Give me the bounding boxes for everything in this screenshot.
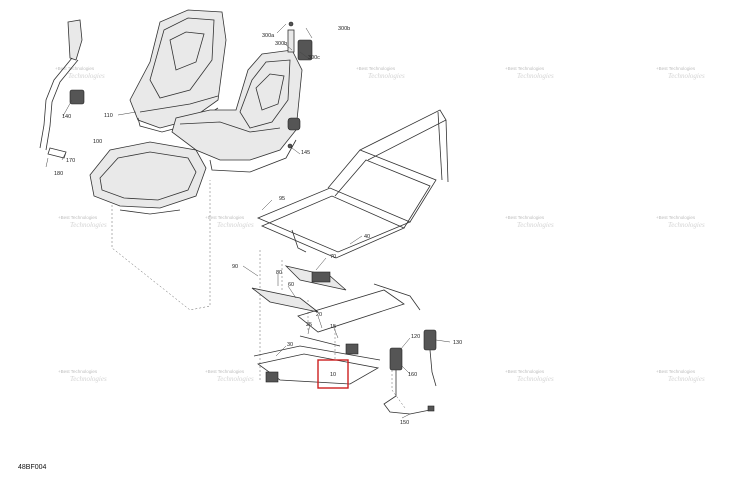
highlight-box-part-10 bbox=[317, 359, 349, 389]
watermark-text: +Best Technologies bbox=[58, 215, 98, 220]
watermark-text: Technologies bbox=[70, 375, 107, 383]
watermark-text: Technologies bbox=[517, 375, 554, 383]
watermark-text: +Best Technologies bbox=[58, 369, 98, 374]
seat-right bbox=[171, 49, 303, 173]
callout-140: 140 bbox=[62, 114, 71, 120]
callout-15: 15 bbox=[330, 324, 336, 330]
watermark-text: +Best Technologies bbox=[656, 215, 696, 220]
callout-60: 60 bbox=[288, 282, 294, 288]
seat-cushion bbox=[89, 141, 207, 215]
watermark-text: Technologies bbox=[668, 375, 705, 383]
watermark-text: Technologies bbox=[668, 72, 705, 80]
buckle-120 bbox=[389, 347, 403, 371]
headrest-bracket bbox=[287, 21, 313, 61]
watermark-text: Technologies bbox=[217, 375, 254, 383]
callout-145: 145 bbox=[301, 150, 310, 156]
watermark-text: +Best Technologies bbox=[505, 66, 545, 71]
watermark-text: +Best Technologies bbox=[205, 215, 245, 220]
watermark-text: +Best Technologies bbox=[656, 369, 696, 374]
callout-120: 120 bbox=[411, 334, 420, 340]
callout-300b-top: 300b bbox=[338, 26, 350, 32]
callout-10: 10 bbox=[330, 372, 336, 378]
rail-70 bbox=[284, 265, 347, 291]
callout-90: 90 bbox=[232, 264, 238, 270]
rail-60 bbox=[251, 287, 319, 313]
watermark-text: +Best Technologies bbox=[505, 369, 545, 374]
callout-labels: 300a 300b 300b 300c 110 140 100 170 180 … bbox=[54, 26, 462, 426]
watermark-text: Technologies bbox=[517, 72, 554, 80]
callout-20: 20 bbox=[316, 312, 322, 318]
callout-95: 95 bbox=[279, 196, 285, 202]
callout-80: 80 bbox=[276, 270, 282, 276]
watermark-text: +Best Technologies bbox=[656, 66, 696, 71]
watermark-text: +Best Technologies bbox=[205, 369, 245, 374]
callout-300b: 300b bbox=[275, 41, 287, 47]
watermark-text: Technologies bbox=[517, 221, 554, 229]
callout-130: 130 bbox=[453, 340, 462, 346]
watermark-text: Technologies bbox=[368, 72, 405, 80]
seat-belt-retractor-left bbox=[39, 19, 85, 159]
callout-25: 25 bbox=[306, 322, 312, 328]
callout-100: 100 bbox=[93, 139, 102, 145]
callout-150: 150 bbox=[400, 420, 409, 426]
callout-110: 110 bbox=[104, 113, 113, 119]
callout-70: 70 bbox=[330, 254, 336, 260]
frame-40 bbox=[256, 109, 449, 259]
callout-180: 180 bbox=[54, 171, 63, 177]
seat-left bbox=[129, 9, 227, 133]
watermark-text: Technologies bbox=[217, 221, 254, 229]
leader-lines bbox=[45, 23, 451, 419]
watermark-text: +Best Technologies bbox=[55, 66, 95, 71]
watermark-text: Technologies bbox=[70, 221, 107, 229]
callout-170: 170 bbox=[66, 158, 75, 164]
assembly-guide-lines bbox=[111, 180, 406, 409]
buckle-130 bbox=[423, 329, 437, 387]
watermark-text: Technologies bbox=[68, 72, 105, 80]
drawing-code: 48BF004 bbox=[18, 464, 47, 471]
callout-160: 160 bbox=[408, 372, 417, 378]
watermark-text: +Best Technologies bbox=[356, 66, 396, 71]
callout-30: 30 bbox=[287, 342, 293, 348]
base-frame bbox=[253, 283, 421, 385]
watermark-text: +Best Technologies bbox=[505, 215, 545, 220]
callout-300c: 300c bbox=[308, 55, 320, 61]
harness-150 bbox=[383, 370, 435, 415]
callout-40: 40 bbox=[364, 234, 370, 240]
retractor-145 bbox=[287, 117, 301, 149]
watermark-layer: +Best Technologies Technologies +Best Te… bbox=[55, 66, 705, 383]
callout-300a: 300a bbox=[262, 33, 275, 39]
watermark-text: Technologies bbox=[668, 221, 705, 229]
